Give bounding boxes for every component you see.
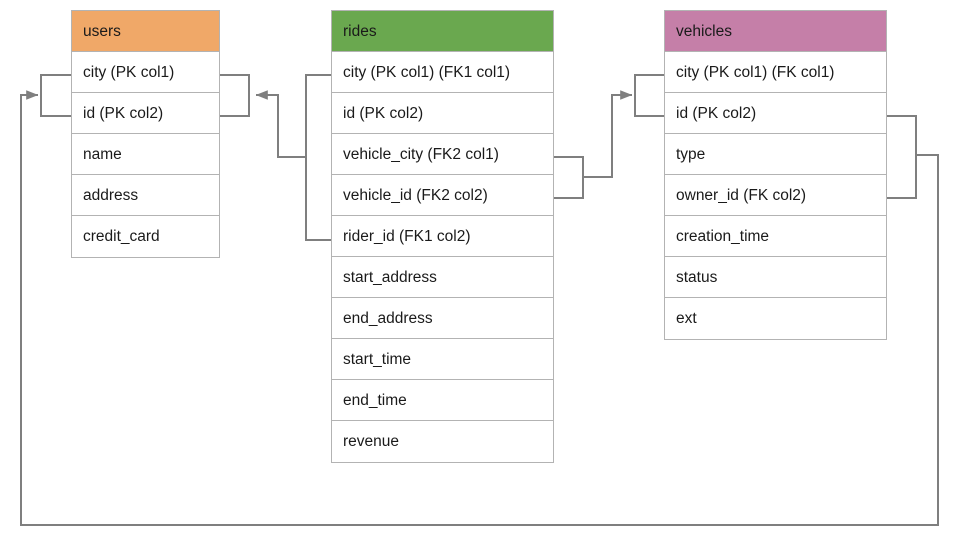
column-row-rides-start-time[interactable]: start_time xyxy=(332,339,553,380)
column-row-users-address[interactable]: address xyxy=(72,175,219,216)
column-row-users-name[interactable]: name xyxy=(72,134,219,175)
column-row-rides-vehicle-city[interactable]: vehicle_city (FK2 col1) xyxy=(332,134,553,175)
entity-header-vehicles: vehicles xyxy=(665,11,886,52)
column-row-rides-end-address[interactable]: end_address xyxy=(332,298,553,339)
edge-rides-rider-to-users xyxy=(219,74,332,241)
column-row-users-id[interactable]: id (PK col2) xyxy=(72,93,219,134)
column-row-users-credit-card[interactable]: credit_card xyxy=(72,216,219,257)
column-row-vehicles-ext[interactable]: ext xyxy=(665,298,886,339)
entity-table-rides[interactable]: rides city (PK col1) (FK1 col1) id (PK c… xyxy=(331,10,554,463)
column-row-rides-end-time[interactable]: end_time xyxy=(332,380,553,421)
column-row-rides-start-address[interactable]: start_address xyxy=(332,257,553,298)
column-row-vehicles-status[interactable]: status xyxy=(665,257,886,298)
entity-table-vehicles[interactable]: vehicles city (PK col1) (FK col1) id (PK… xyxy=(664,10,887,340)
column-row-users-city[interactable]: city (PK col1) xyxy=(72,52,219,93)
entity-header-rides: rides xyxy=(332,11,553,52)
column-row-vehicles-type[interactable]: type xyxy=(665,134,886,175)
entity-table-users[interactable]: users city (PK col1) id (PK col2) name a… xyxy=(71,10,220,258)
column-row-vehicles-owner-id[interactable]: owner_id (FK col2) xyxy=(665,175,886,216)
column-row-vehicles-id[interactable]: id (PK col2) xyxy=(665,93,886,134)
column-row-vehicles-creation-time[interactable]: creation_time xyxy=(665,216,886,257)
column-row-rides-revenue[interactable]: revenue xyxy=(332,421,553,462)
column-row-rides-city[interactable]: city (PK col1) (FK1 col1) xyxy=(332,52,553,93)
column-row-rides-id[interactable]: id (PK col2) xyxy=(332,93,553,134)
entity-header-users: users xyxy=(72,11,219,52)
column-row-rides-rider-id[interactable]: rider_id (FK1 col2) xyxy=(332,216,553,257)
column-row-rides-vehicle-id[interactable]: vehicle_id (FK2 col2) xyxy=(332,175,553,216)
edge-rides-vehicle-to-vehicles xyxy=(553,74,665,199)
column-row-vehicles-city[interactable]: city (PK col1) (FK col1) xyxy=(665,52,886,93)
